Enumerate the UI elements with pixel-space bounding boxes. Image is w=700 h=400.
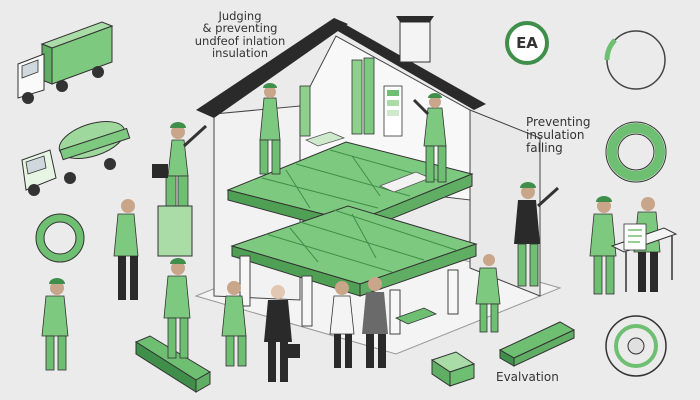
insulation-board-right [498,321,576,367]
caption-line: insulation [211,46,269,61]
tanker-truck-icon [21,121,131,196]
caption-line: falling [526,140,563,155]
worker-figure [475,254,501,333]
worker-figure [514,182,560,287]
caption-line: Preventing [526,115,591,129]
caption-judging-preventing: Judging & preventing undfeof inlation in… [180,10,300,60]
worker-figure [163,258,191,359]
worker-figure [152,122,208,207]
insulation-block [157,205,193,257]
caption-line: & preventing [202,21,278,36]
inspector-figure [362,277,388,368]
evaluation-badge-label: EA [516,34,538,52]
caption-line: undfeof inlation [194,33,286,48]
caption-preventing-falling: Preventing insulation falling [526,116,590,155]
briefcase-icon [286,344,300,358]
worker-figure [113,199,139,300]
caption-line: insulation [526,127,585,142]
worker-figure [41,278,69,371]
worker-figure [412,93,447,183]
green-ring-icon [605,121,667,183]
circle-outline-icon [604,30,666,90]
worker-figure [589,196,617,295]
ring-icon [35,213,85,263]
caption-line: Judging [218,9,262,23]
caption-evaluation: Evalvation [496,370,559,384]
worker-figure [221,281,247,367]
briefcase-icon [152,164,168,178]
delivery-truck-icon [17,21,114,104]
clipboard-icon [623,223,647,251]
desk-with-documents [610,223,678,292]
inspector-figure [264,285,300,382]
evaluation-badge-icon [505,21,549,65]
inspector-figure [329,281,355,368]
insulation-board-stack-bottom [430,351,476,387]
target-circle-icon [605,315,667,377]
worker-figure [259,83,281,175]
